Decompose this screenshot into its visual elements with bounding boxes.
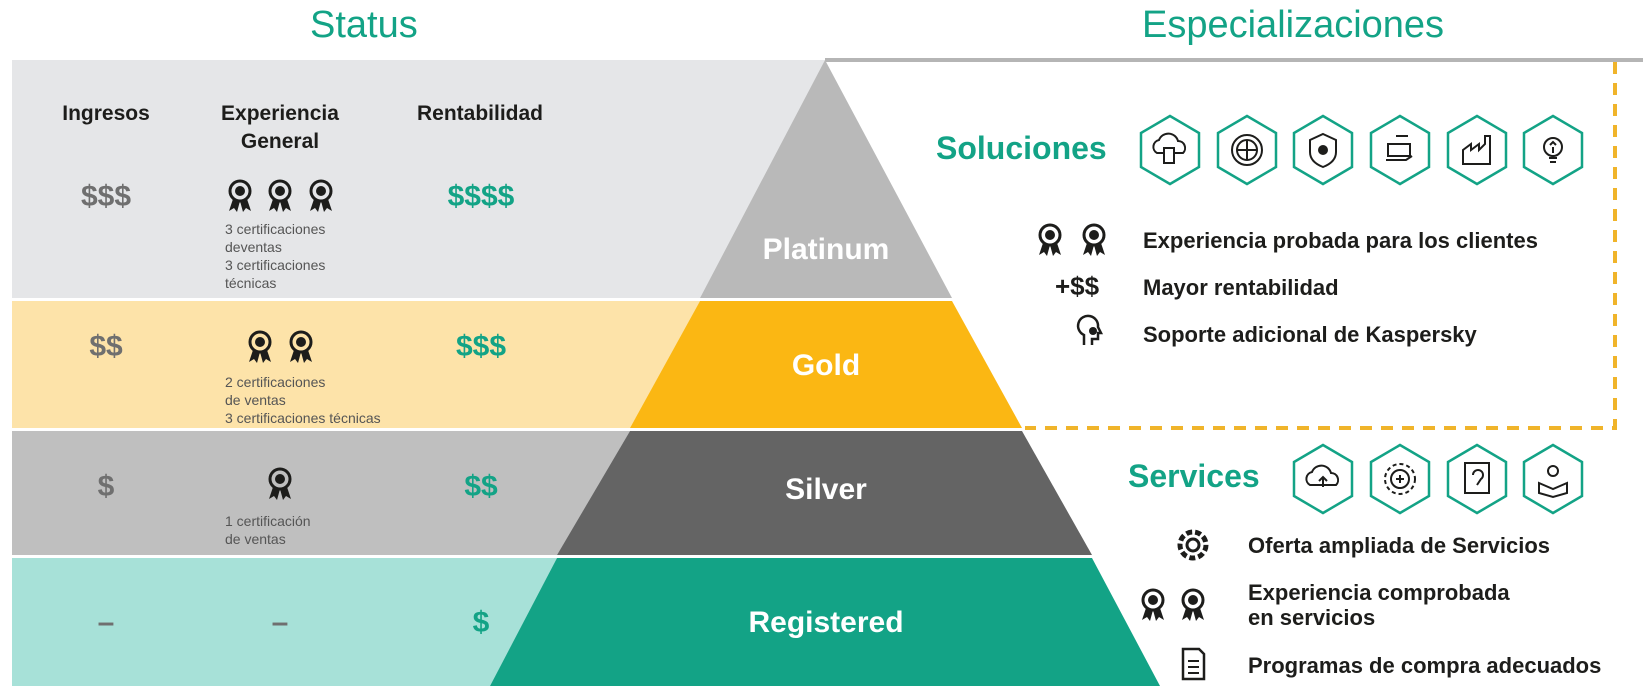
band-platinum [12, 60, 825, 298]
platinum-income: $$$ [80, 180, 132, 213]
cloud-server-icon [1152, 132, 1187, 164]
solutions-item-1-prefix: +$$ [1055, 271, 1100, 301]
service-icons [1292, 443, 1584, 515]
income-column-header: Ingresos [62, 102, 150, 125]
solutions-item-1: Mayor rentabilidad [1143, 275, 1339, 300]
profitability-column-header: Rentabilidad [416, 102, 543, 125]
services-title: Services [1128, 458, 1260, 494]
globe-shield-icon [1231, 134, 1263, 166]
solutions-title: Soluciones [936, 130, 1107, 166]
support-head-icon [1076, 314, 1104, 345]
cloud-upload-icon [1305, 464, 1340, 487]
person-book-icon [1538, 465, 1568, 499]
silver-income: $ [97, 470, 115, 503]
factory-icon [1462, 135, 1491, 165]
registered-profit: $ [472, 606, 490, 639]
document-certificate-icon [1464, 462, 1490, 494]
document-icon [1181, 647, 1206, 681]
money-hand-icon [1386, 135, 1413, 161]
pyramid-platinum [700, 60, 952, 298]
pyramid-registered [490, 558, 1160, 686]
services-item-1: Experiencia comprobada en servicios [1248, 580, 1510, 630]
gear-check-icon [1177, 529, 1209, 561]
band-gold [12, 301, 700, 428]
services-item-2: Programas de compra adecuados [1248, 653, 1602, 678]
double-award-icon-services [1140, 588, 1206, 623]
shield-chip-icon [1309, 132, 1337, 169]
lightbulb-icon [1543, 137, 1563, 163]
pyramid-silver [557, 431, 1092, 555]
tier-label-gold: Gold [791, 349, 861, 382]
pyramid-gold [630, 301, 1022, 428]
status-heading: Status [310, 4, 418, 46]
tier-label-silver: Silver [785, 473, 867, 506]
silver-profit: $$ [464, 470, 498, 503]
gold-income: $$ [89, 330, 123, 363]
experience-column-header: Experiencia General [221, 102, 339, 153]
band-registered [12, 558, 557, 686]
double-award-icon [1037, 223, 1107, 258]
gold-profit: $$$ [455, 330, 507, 363]
solutions-item-0: Experiencia probada para los clientes [1143, 228, 1538, 253]
platinum-profit: $$$$ [447, 180, 515, 213]
solution-icons [1139, 114, 1584, 186]
registered-income: – [97, 606, 115, 639]
tier-label-registered: Registered [748, 606, 904, 639]
tier-label-platinum: Platinum [762, 233, 890, 266]
solutions-item-2: Soporte adicional de Kaspersky [1143, 322, 1477, 347]
band-silver [12, 431, 630, 555]
specializations-heading: Especializaciones [1142, 4, 1445, 46]
dashed-box [1025, 62, 1617, 430]
services-item-0: Oferta ampliada de Servicios [1248, 533, 1551, 558]
registered-experience: – [271, 606, 289, 639]
target-search-icon [1384, 463, 1416, 495]
